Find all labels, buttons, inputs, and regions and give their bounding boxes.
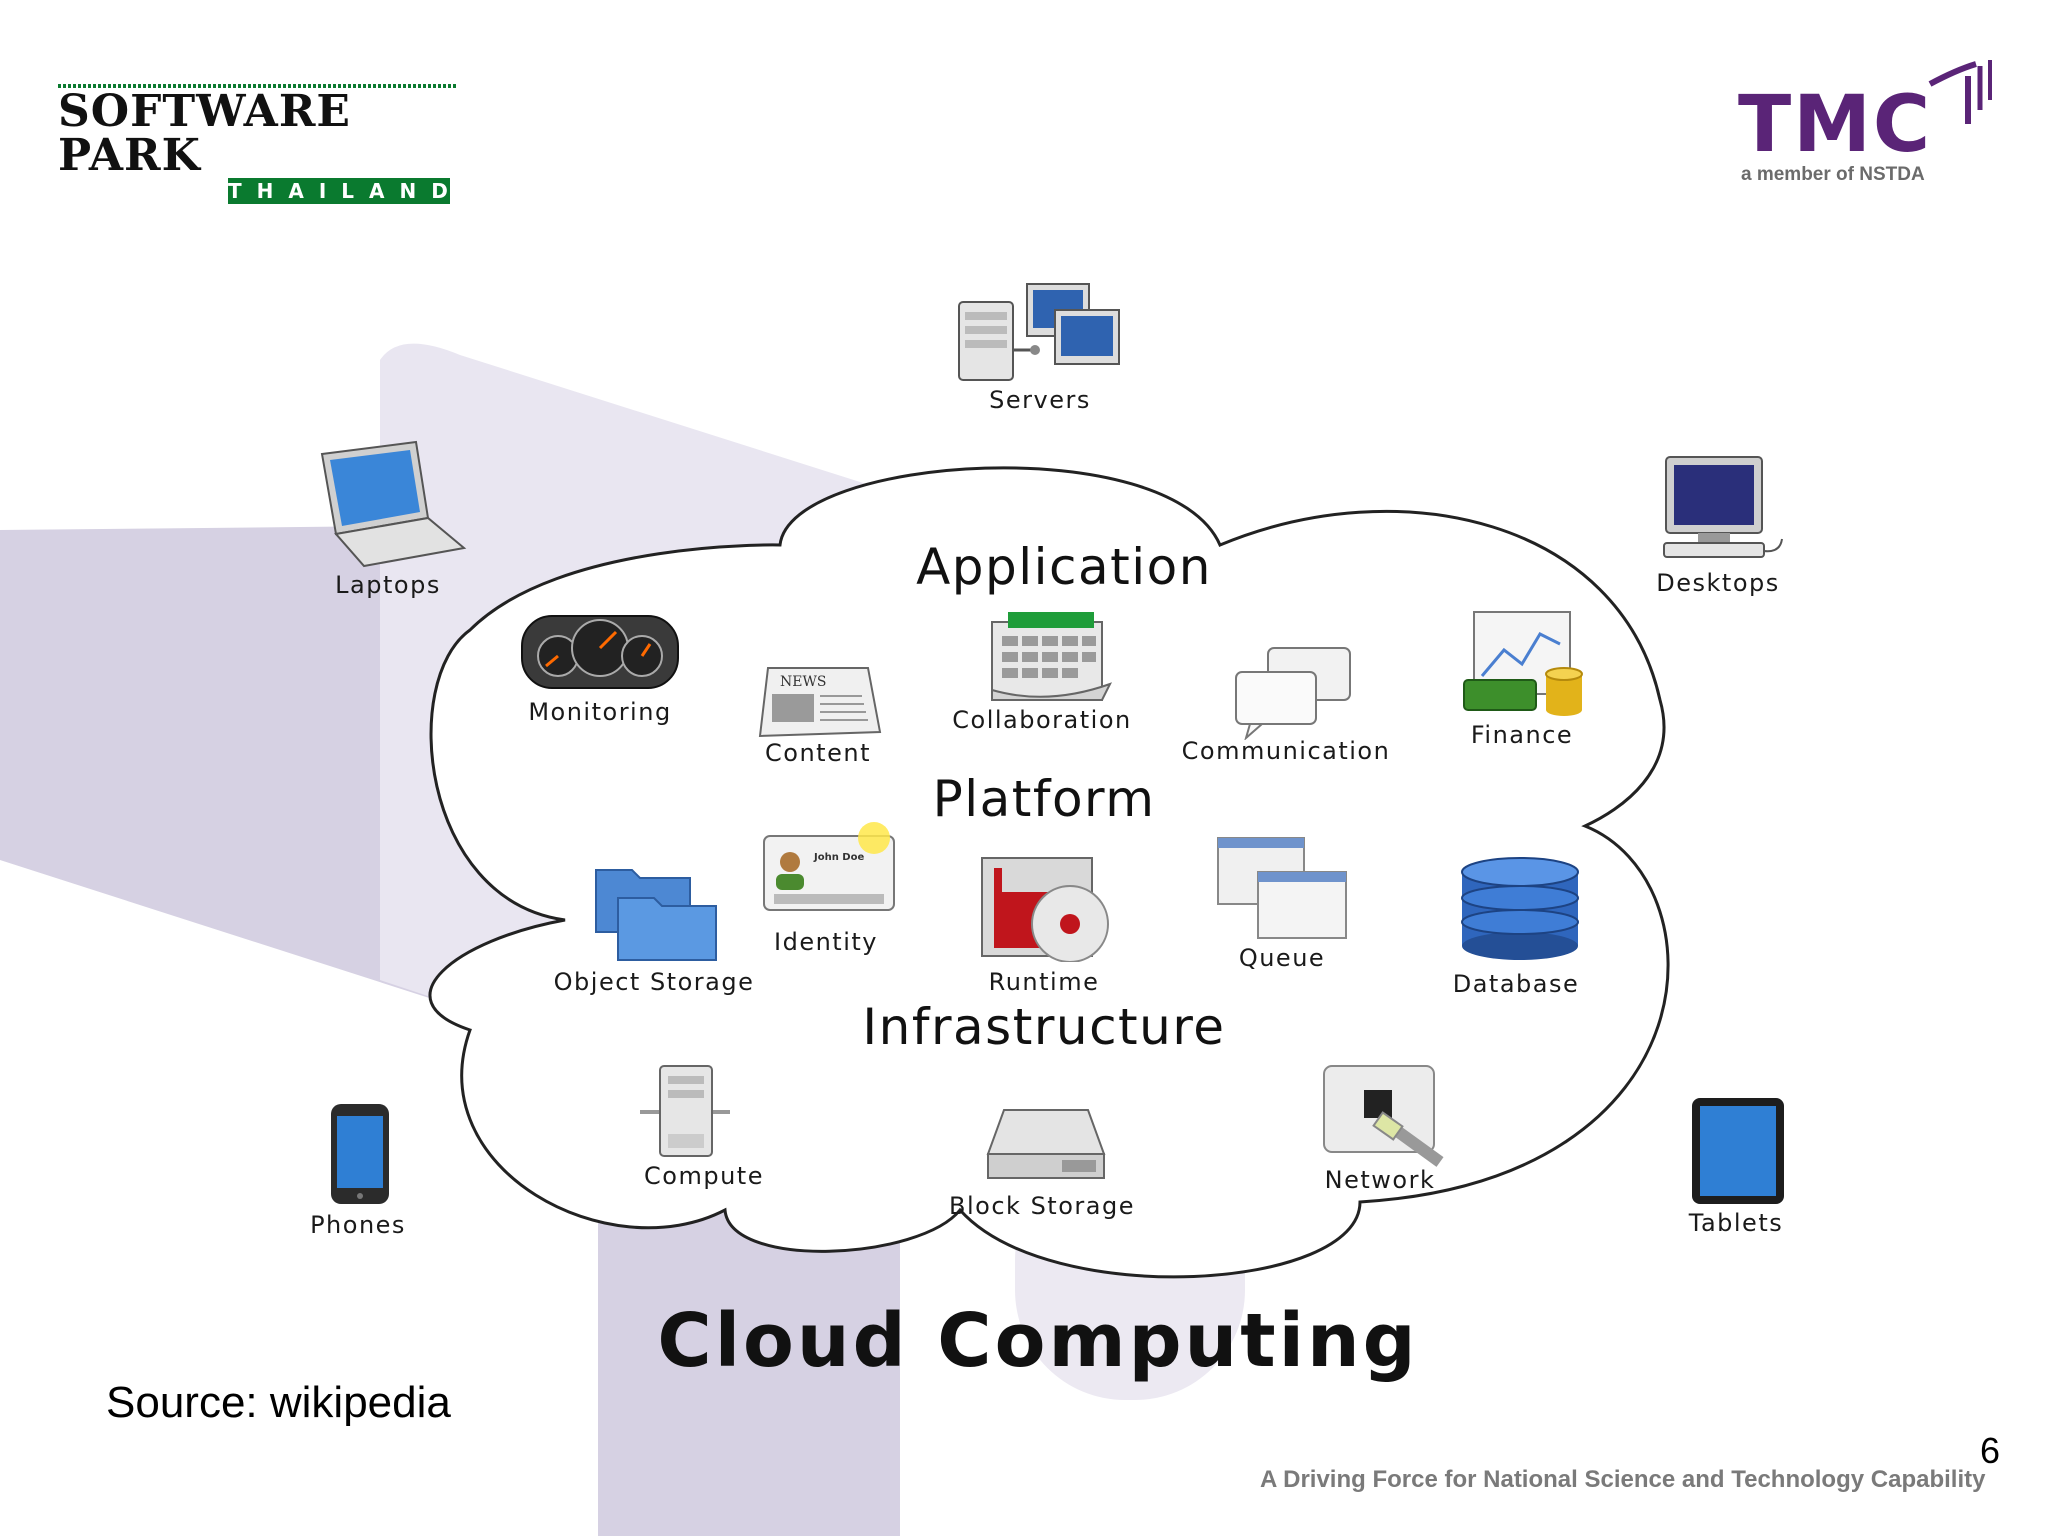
application-item-communication: Communication (1181, 737, 1391, 765)
phones-icon (331, 1104, 389, 1204)
network-plug-icon (1323, 1065, 1444, 1167)
desktops-icon (1663, 456, 1783, 558)
monitoring-icon (521, 615, 679, 689)
software-park-subtitle: THAILAND (228, 178, 463, 204)
runtime-disc-icon (981, 857, 1109, 962)
client-label-desktops: Desktops (1656, 569, 1780, 597)
page-number: 6 (1980, 1430, 2001, 1471)
id-card-name: John Doe (813, 852, 864, 863)
source-credit: Source: wikipedia (106, 1378, 451, 1427)
client-label-servers: Servers (989, 386, 1091, 414)
compute-server-icon (640, 1065, 730, 1157)
application-item-content: Content (765, 739, 871, 767)
client-label-tablets: Tablets (1688, 1209, 1784, 1237)
platform-item-database: Database (1452, 970, 1580, 998)
tablets-icon (1692, 1098, 1784, 1204)
application-item-collaboration: Collaboration (952, 706, 1132, 734)
communication-bubbles-icon (1235, 647, 1351, 740)
tmc-logo: TMC a member of NSTDA (1738, 60, 1998, 190)
block-storage-drive-icon (986, 1109, 1106, 1179)
client-label-phones: Phones (310, 1211, 406, 1239)
software-park-title: SOFTWARE PARK (58, 86, 351, 181)
folder-icon (595, 869, 717, 961)
platform-item-object-storage: Object Storage (553, 968, 755, 996)
queue-windows-icon (1217, 837, 1347, 939)
tmc-wordmark: TMC (1738, 80, 1933, 170)
laptops-icon (320, 440, 467, 568)
newspaper-icon: NEWS (758, 667, 882, 738)
platform-item-runtime: Runtime (988, 968, 1100, 996)
infrastructure-item-network: Network (1324, 1166, 1436, 1194)
software-park-logo: SOFTWARE PARK THAILAND (58, 84, 458, 204)
finance-chart-icon (1463, 611, 1583, 716)
tmc-subtitle: a member of NSTDA (1741, 164, 1925, 185)
newspaper-masthead: NEWS (780, 674, 826, 690)
application-item-monitoring: Monitoring (528, 698, 672, 726)
application-item-finance: Finance (1470, 721, 1574, 749)
tmc-swoosh-icon (1928, 60, 1992, 124)
collaboration-calendar-icon (991, 612, 1113, 701)
platform-layer-heading: Platform (932, 770, 1156, 828)
identity-card-icon: John Doe (763, 822, 895, 911)
diagram-title: Cloud Computing (657, 1298, 1419, 1384)
infrastructure-layer-heading: Infrastructure (862, 998, 1226, 1056)
database-icon (1461, 857, 1579, 960)
infrastructure-item-block-storage: Block Storage (949, 1192, 1135, 1220)
footer-tagline: A Driving Force for National Science and… (1260, 1466, 1986, 1493)
infrastructure-item-compute: Compute (644, 1162, 764, 1190)
platform-item-queue: Queue (1238, 944, 1326, 972)
platform-item-identity: Identity (774, 928, 878, 956)
servers-icon (958, 283, 1120, 381)
client-label-laptops: Laptops (335, 571, 441, 599)
application-layer-heading: Application (916, 538, 1212, 596)
